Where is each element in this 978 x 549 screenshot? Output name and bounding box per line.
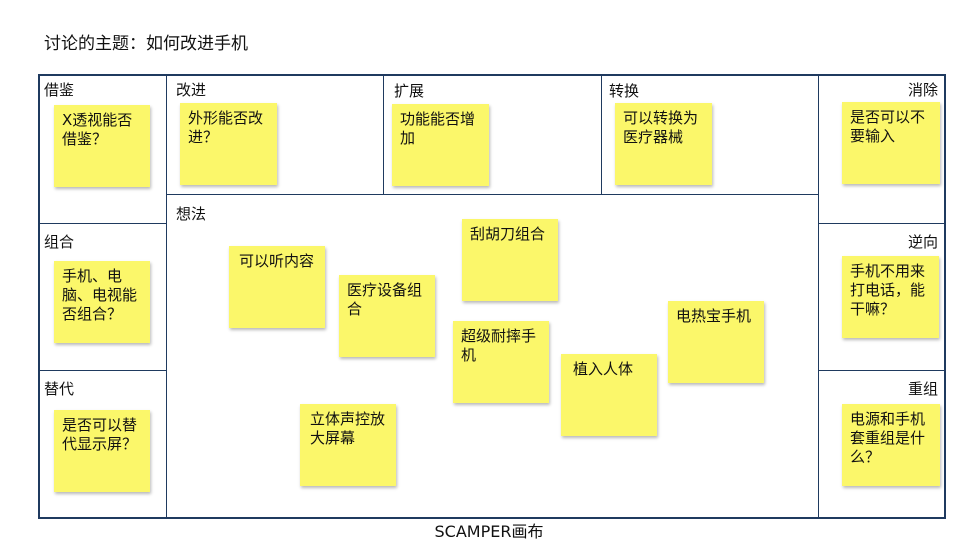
discussion-topic: 讨论的主题：如何改进手机 [44, 34, 248, 54]
sticky-note-rearrange[interactable]: 电源和手机套重组是什么？ [842, 404, 940, 486]
sticky-note-combine[interactable]: 手机、电脑、电视能否组合？ [54, 261, 150, 343]
divider-right-column [818, 75, 819, 518]
section-label-eliminate: 消除 [907, 81, 938, 99]
section-label-combine: 组合 [44, 233, 75, 251]
divider-top-row [166, 194, 818, 195]
idea-note-medical-combo[interactable]: 医疗设备组合 [339, 275, 435, 357]
sticky-note-substitute[interactable]: 是否可以替代显示屏？ [54, 410, 150, 492]
section-label-ideas: 想法 [176, 205, 207, 223]
sticky-note-eliminate[interactable]: 是否可以不要输入 [842, 102, 940, 184]
section-label-borrow: 借鉴 [44, 81, 75, 99]
section-label-expand: 扩展 [394, 82, 425, 100]
sticky-note-expand[interactable]: 功能能否增加 [392, 104, 489, 186]
idea-note-implant[interactable]: 植入人体 [561, 354, 657, 436]
scamper-canvas [38, 74, 946, 519]
divider-right-upper [818, 223, 945, 224]
section-label-convert: 转换 [609, 82, 640, 100]
sticky-note-convert[interactable]: 可以转换为医疗器械 [615, 103, 712, 185]
idea-note-stereo-screen[interactable]: 立体声控放大屏幕 [300, 404, 396, 486]
sticky-note-reverse[interactable]: 手机不用来打电话，能干嘛？ [842, 256, 939, 338]
canvas-caption: SCAMPER画布 [434, 522, 544, 541]
idea-note-durable-phone[interactable]: 超级耐摔手机 [453, 321, 549, 403]
idea-note-listen[interactable]: 可以听内容 [229, 246, 325, 328]
section-label-substitute: 替代 [44, 380, 75, 398]
section-label-reverse: 逆向 [907, 233, 938, 251]
divider-right-lower [818, 370, 945, 371]
section-label-improve: 改进 [176, 81, 207, 99]
divider-expand-convert [601, 75, 602, 195]
sticky-note-borrow[interactable]: X透视能否借鉴？ [54, 105, 150, 187]
idea-note-razor-combo[interactable]: 刮胡刀组合 [462, 219, 558, 301]
divider-left-column [166, 75, 167, 518]
section-label-rearrange: 重组 [907, 380, 938, 398]
idea-note-hotpack-phone[interactable]: 电热宝手机 [668, 301, 764, 383]
divider-left-lower [39, 370, 166, 371]
divider-improve-expand [383, 75, 384, 195]
sticky-note-improve[interactable]: 外形能否改进？ [180, 103, 277, 185]
divider-left-upper [39, 223, 166, 224]
